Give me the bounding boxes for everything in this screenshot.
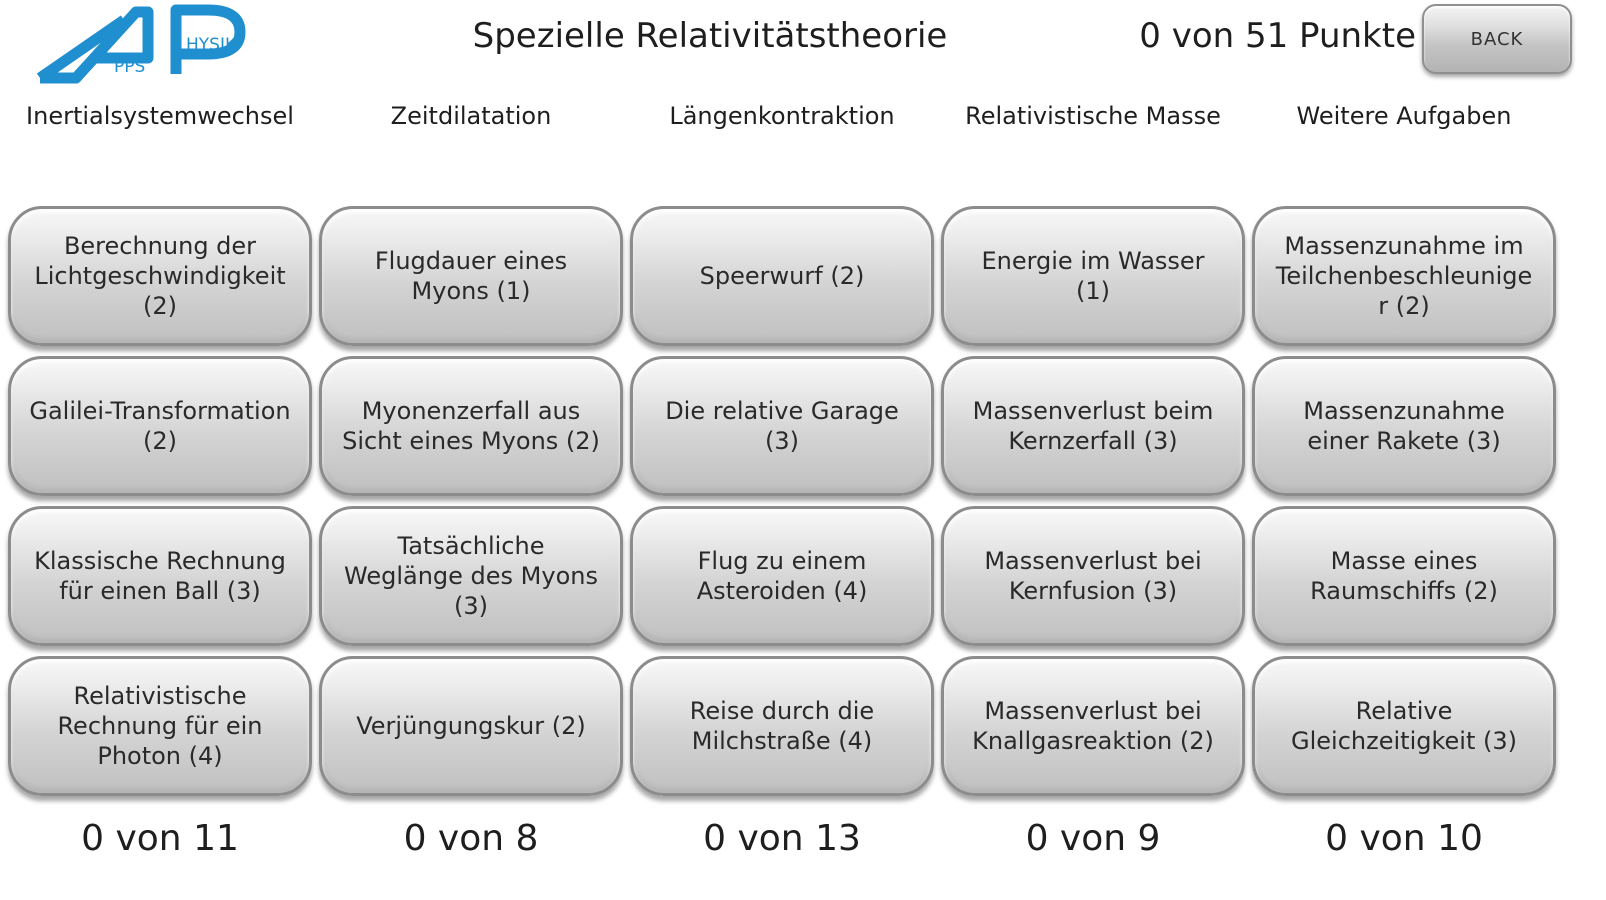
column-score: 0 von 13	[703, 818, 861, 859]
task-button[interactable]: Galilei-Transformation (2)	[8, 356, 312, 496]
column-score: 0 von 8	[403, 818, 539, 859]
task-button[interactable]: Reise durch die Milchstraße (4)	[630, 656, 934, 796]
task-button[interactable]: Die relative Garage (3)	[630, 356, 934, 496]
column-header: Längenkontraktion	[669, 102, 895, 130]
task-button-label: Masse eines Raumschiffs (2)	[1310, 547, 1498, 605]
task-button-label: Die relative Garage (3)	[665, 397, 899, 455]
task-button-label: Energie im Wasser (1)	[981, 247, 1205, 305]
task-button[interactable]: Berechnung der Lichtgeschwindigkeit (2)	[8, 206, 312, 346]
apps-physik-logo-icon: PPS HYSIK	[36, 4, 246, 84]
column-score: 0 von 11	[81, 818, 239, 859]
task-button[interactable]: Flugdauer eines Myons (1)	[319, 206, 623, 346]
task-button[interactable]: Klassische Rechnung für einen Ball (3)	[8, 506, 312, 646]
task-button[interactable]: Massenverlust beim Kernzerfall (3)	[941, 356, 1245, 496]
task-button-label: Speerwurf (2)	[699, 262, 865, 290]
task-button-label: Massenverlust beim Kernzerfall (3)	[972, 397, 1214, 455]
task-button[interactable]: Energie im Wasser (1)	[941, 206, 1245, 346]
task-button-label: Reise durch die Milchstraße (4)	[689, 697, 875, 755]
task-button-label: Relative Gleichzeitigkeit (3)	[1291, 697, 1517, 755]
column-header: Weitere Aufgaben	[1296, 102, 1512, 130]
task-button-label: Galilei-Transformation (2)	[29, 397, 291, 455]
task-button-label: Massenzunahme im Teilchenbeschleunige r …	[1275, 232, 1533, 320]
task-button[interactable]: Massenverlust bei Knallgasreaktion (2)	[941, 656, 1245, 796]
column-score: 0 von 10	[1325, 818, 1483, 859]
column-header: Zeitdilatation	[390, 102, 552, 130]
column-header: Relativistische Masse	[965, 102, 1221, 130]
task-button[interactable]: Verjüngungskur (2)	[319, 656, 623, 796]
column-score: 0 von 9	[1025, 818, 1161, 859]
page-title: Spezielle Relativitätstheorie	[472, 16, 948, 56]
column-header: Inertialsystemwechsel	[26, 102, 294, 130]
task-button-label: Massenverlust bei Kernfusion (3)	[984, 547, 1202, 605]
task-button[interactable]: Massenzunahme einer Rakete (3)	[1252, 356, 1556, 496]
task-button-label: Relativistische Rechnung für ein Photon …	[57, 682, 263, 770]
task-button-label: Massenzunahme einer Rakete (3)	[1303, 397, 1505, 455]
task-button[interactable]: Relativistische Rechnung für ein Photon …	[8, 656, 312, 796]
task-button[interactable]: Myonenzerfall aus Sicht eines Myons (2)	[319, 356, 623, 496]
total-score: 0 von 51 Punkte	[1139, 16, 1416, 56]
task-button[interactable]: Massenzunahme im Teilchenbeschleunige r …	[1252, 206, 1556, 346]
task-button-label: Massenverlust bei Knallgasreaktion (2)	[972, 697, 1214, 755]
back-button[interactable]: BACK	[1422, 4, 1572, 74]
logo-text-right: HYSIK	[186, 35, 237, 55]
task-button[interactable]: Massenverlust bei Kernfusion (3)	[941, 506, 1245, 646]
task-button-label: Berechnung der Lichtgeschwindigkeit (2)	[34, 232, 286, 320]
logo-text-left: PPS	[114, 57, 145, 77]
task-button[interactable]: Masse eines Raumschiffs (2)	[1252, 506, 1556, 646]
task-button-label: Myonenzerfall aus Sicht eines Myons (2)	[342, 397, 600, 455]
apps-physik-logo: PPS HYSIK	[36, 2, 266, 86]
task-button[interactable]: Tatsächliche Weglänge des Myons (3)	[319, 506, 623, 646]
task-button-label: Verjüngungskur (2)	[356, 712, 586, 740]
task-button-label: Tatsächliche Weglänge des Myons (3)	[344, 532, 598, 620]
task-button[interactable]: Speerwurf (2)	[630, 206, 934, 346]
task-button-label: Flug zu einem Asteroiden (4)	[696, 547, 868, 605]
task-button[interactable]: Relative Gleichzeitigkeit (3)	[1252, 656, 1556, 796]
task-button-label: Flugdauer eines Myons (1)	[374, 247, 568, 305]
task-button[interactable]: Flug zu einem Asteroiden (4)	[630, 506, 934, 646]
task-button-label: Klassische Rechnung für einen Ball (3)	[34, 547, 286, 605]
